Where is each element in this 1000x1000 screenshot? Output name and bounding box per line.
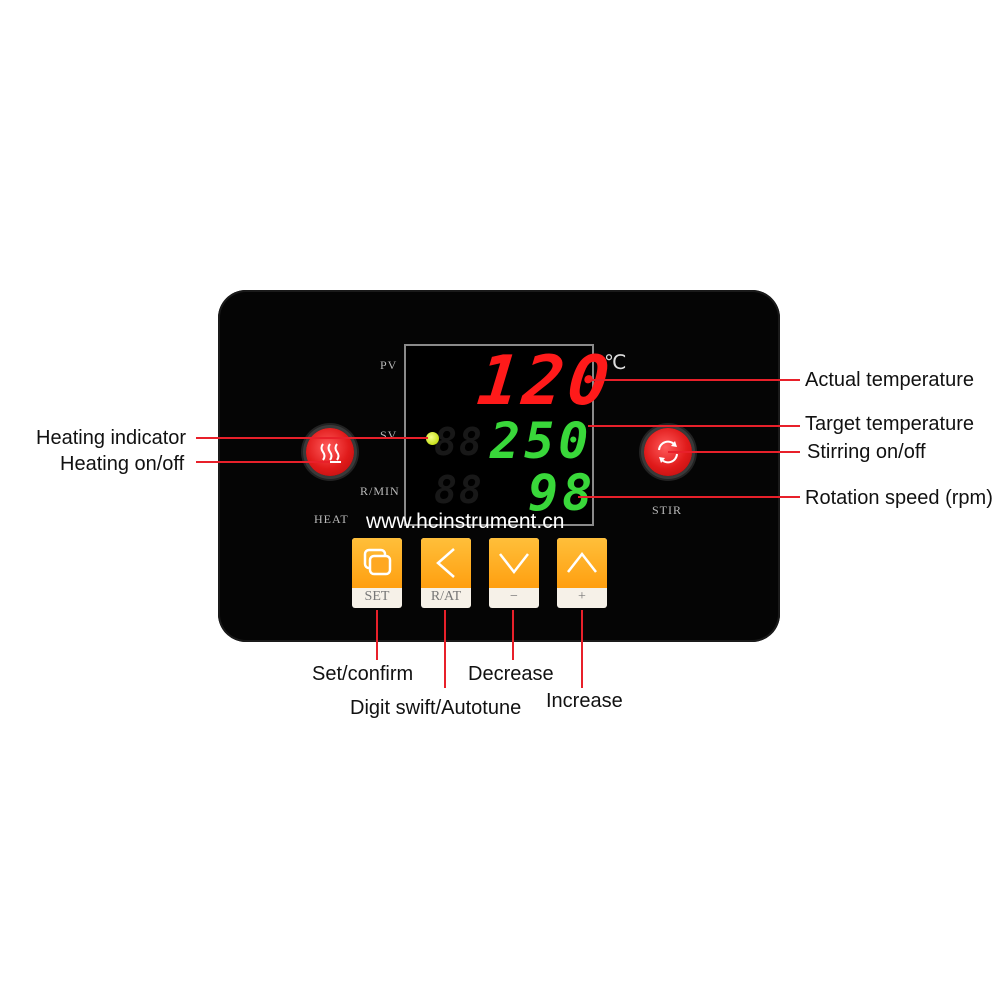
target-temperature-value: 250 <box>490 412 593 470</box>
plus-key-label: + <box>578 589 586 604</box>
rotation-speed-annotation: Rotation speed (rpm) <box>805 487 993 509</box>
heat-label: HEAT <box>314 512 349 526</box>
actual-temperature-annotation: Actual temperature <box>805 369 974 391</box>
website-watermark: www.hcinstrument.cn <box>366 510 565 533</box>
heat-button[interactable] <box>306 428 354 476</box>
set-button[interactable]: SET <box>352 538 402 608</box>
set-key-label: SET <box>364 589 390 604</box>
heating-indicator-led <box>426 432 439 445</box>
heating-onoff-annotation: Heating on/off <box>60 453 185 475</box>
rpm-label: R/MIN <box>360 484 400 498</box>
chevron-up-icon <box>567 551 597 573</box>
rotation-speed-value: 98 <box>528 464 597 522</box>
increase-annotation: Increase <box>546 690 623 712</box>
unlit-segments: 88 <box>434 420 484 464</box>
chevron-left-icon <box>436 548 455 578</box>
target-temperature-annotation: Target temperature <box>805 413 974 435</box>
digit-swift-annotation: Digit swift/Autotune <box>350 697 522 719</box>
stir-label: STIR <box>652 503 683 517</box>
rat-key-label: R/AT <box>430 589 462 604</box>
set-icon <box>363 548 392 576</box>
heating-indicator-annotation: Heating indicator <box>36 427 187 449</box>
celsius-unit: ℃ <box>604 350 627 374</box>
decrease-button[interactable]: − <box>489 538 539 608</box>
chevron-down-icon <box>499 553 529 575</box>
minus-key-label: − <box>510 589 518 604</box>
increase-button[interactable]: + <box>557 538 607 608</box>
decrease-annotation: Decrease <box>468 663 554 685</box>
pv-label: PV <box>380 358 398 372</box>
unlit-segments: 88 <box>434 468 484 512</box>
set-confirm-annotation: Set/confirm <box>312 663 414 685</box>
stir-icon <box>658 440 678 464</box>
stirring-annotation: Stirring on/off <box>807 441 926 463</box>
digit-shift-autotune-button[interactable]: R/AT <box>421 538 471 608</box>
